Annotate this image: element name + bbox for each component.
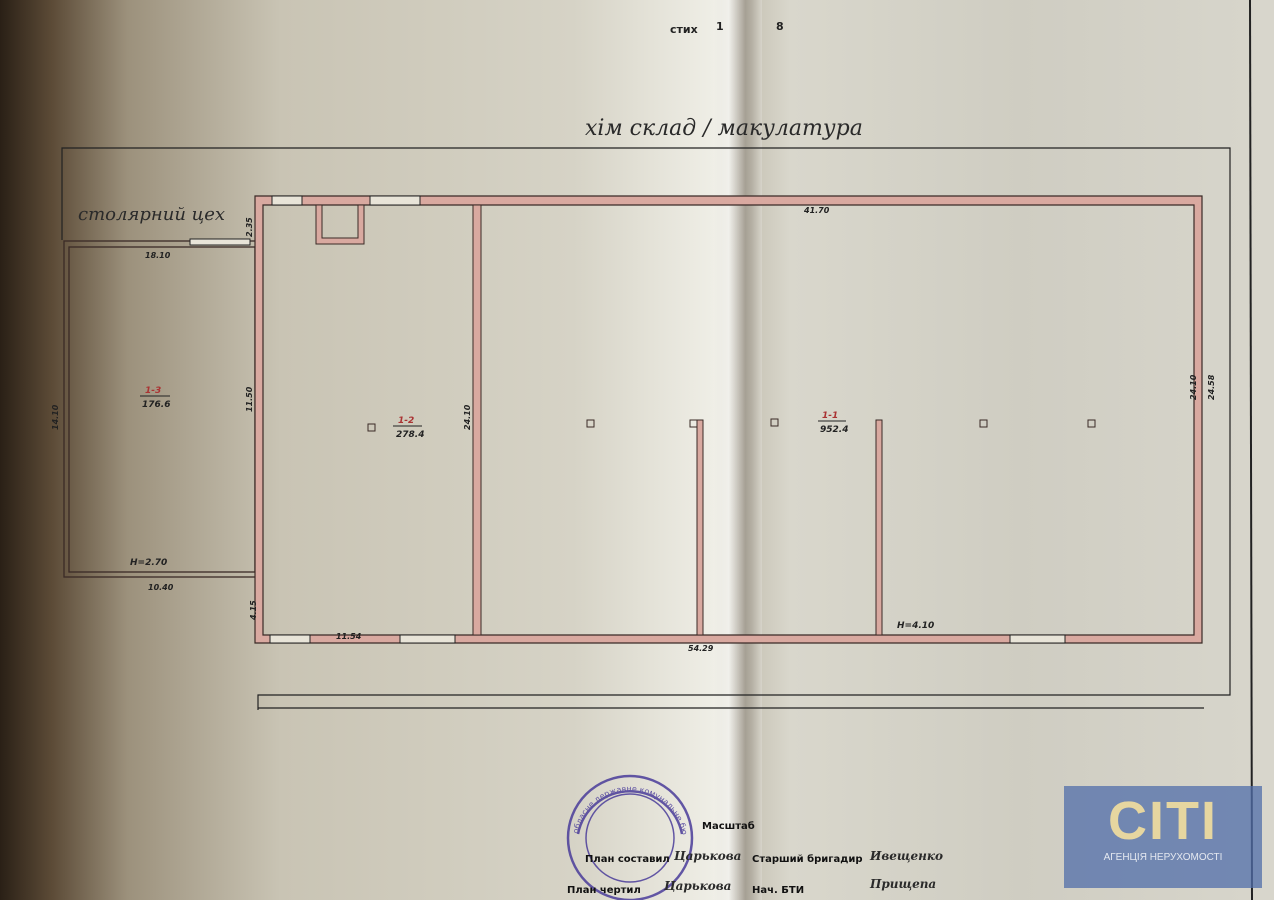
dimension-labels: 18.10 10.40 14.10 11.50 24.10 11.54 54.2… (51, 206, 1216, 653)
svg-text:План чертил: План чертил (567, 885, 641, 896)
svg-text:1-3: 1-3 (145, 386, 161, 396)
svg-text:Ивещенко: Ивещенко (869, 849, 943, 863)
svg-text:54.29: 54.29 (688, 644, 714, 653)
svg-text:стих: стих (670, 23, 698, 36)
title-block: Масштаб План составил Царькова Старший б… (567, 820, 943, 896)
svg-text:H=2.70: H=2.70 (130, 558, 167, 568)
svg-text:24.10: 24.10 (463, 404, 472, 430)
svg-text:Прищепа: Прищепа (869, 877, 936, 891)
svg-text:8: 8 (776, 20, 784, 33)
paper-fold (712, 0, 762, 900)
svg-text:Царькова: Царькова (663, 879, 731, 893)
svg-text:Царькова: Царькова (673, 849, 741, 863)
logo-wordmark: CITI (1108, 791, 1218, 851)
site-boundary (61, 0, 1253, 900)
svg-text:1-1: 1-1 (822, 411, 838, 421)
svg-text:24.58: 24.58 (1207, 374, 1216, 400)
room-1-1: 1-1 952.4 H=4.10 (818, 411, 934, 631)
svg-text:1: 1 (716, 20, 724, 33)
svg-text:2.35: 2.35 (245, 217, 254, 237)
svg-text:Старший бригадир: Старший бригадир (752, 853, 863, 865)
svg-text:11.50: 11.50 (245, 386, 254, 412)
svg-text:1-2: 1-2 (398, 416, 414, 426)
svg-text:Нач. БТИ: Нач. БТИ (752, 885, 804, 896)
svg-text:24.10: 24.10 (1189, 374, 1198, 400)
svg-text:18.10: 18.10 (145, 251, 171, 260)
room-1-2: 1-2 278.4 (393, 416, 424, 440)
logo-tagline: АГЕНЦІЯ НЕРУХОМОСТІ (1103, 852, 1223, 863)
svg-text:176.6: 176.6 (142, 400, 170, 410)
svg-text:41.70: 41.70 (803, 206, 830, 215)
neighbor-label-left: столярний цех (78, 204, 225, 225)
agency-logo: CITI АГЕНЦІЯ НЕРУХОМОСТІ (1064, 786, 1262, 888)
svg-text:278.4: 278.4 (396, 430, 424, 440)
svg-text:10.40: 10.40 (148, 583, 174, 592)
svg-text:План составил: План составил (585, 854, 670, 865)
svg-text:H=4.10: H=4.10 (897, 621, 934, 631)
svg-text:11.54: 11.54 (336, 632, 362, 641)
svg-text:Масштаб: Масштаб (702, 820, 755, 832)
room-1-3: 1-3 176.6 H=2.70 (130, 386, 170, 568)
scale-note: стих 1 8 (670, 20, 784, 36)
neighbor-label-top: хім склад / макулатура (585, 116, 863, 141)
main-walls (189, 195, 1203, 644)
svg-text:4.15: 4.15 (249, 600, 258, 621)
svg-text:14.10: 14.10 (51, 404, 60, 430)
svg-text:952.4: 952.4 (820, 425, 848, 435)
